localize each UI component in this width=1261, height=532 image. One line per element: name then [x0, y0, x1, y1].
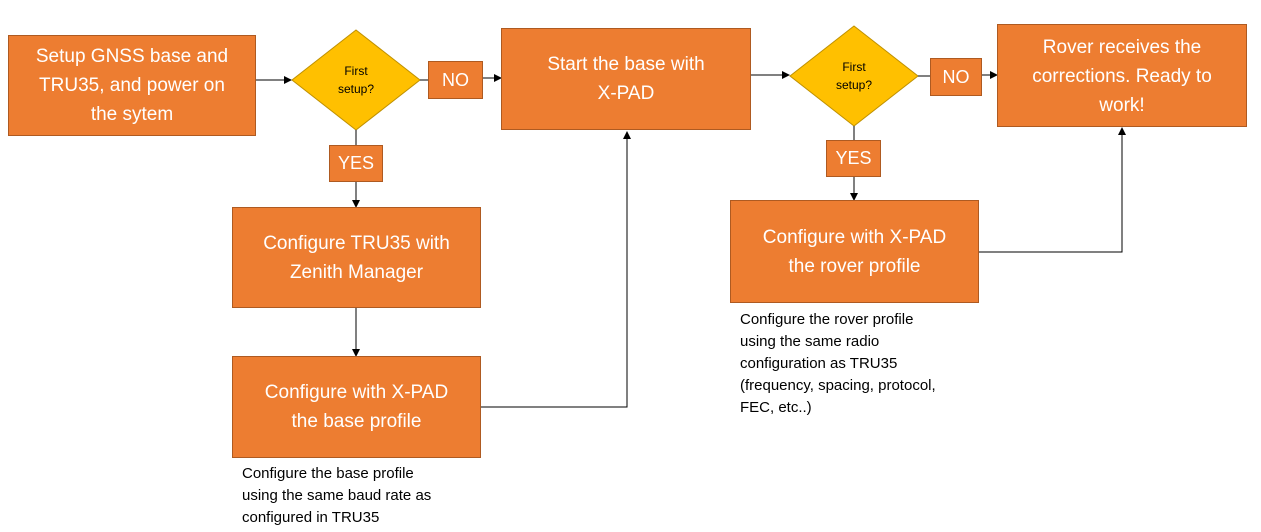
arrow-base-profile-to-start-base [481, 131, 631, 408]
label-yes-2: YES [826, 140, 881, 177]
arrow-rover-profile-to-rover-ready [979, 127, 1126, 253]
step-configure-tru35: Configure TRU35 with Zenith Manager [232, 207, 481, 308]
step-configure-rover-profile: Configure with X-PAD the rover profile [730, 200, 979, 303]
decision-label-first-setup-1: First setup? [337, 64, 375, 96]
decision-label-first-setup-2: First setup? [835, 60, 873, 92]
label-yes-1: YES [329, 145, 383, 182]
note-base-profile: Configure the base profile using the sam… [242, 465, 432, 526]
step-start-base: Start the base with X-PAD [501, 28, 751, 130]
step-setup-gnss-base: Setup GNSS base and TRU35, and power on … [8, 35, 256, 136]
step-configure-base-profile: Configure with X-PAD the base profile [232, 356, 481, 458]
label-no-1: NO [428, 61, 483, 99]
step-rover-ready: Rover receives the corrections. Ready to… [997, 24, 1247, 127]
label-no-2: NO [930, 58, 982, 96]
note-rover-profile: Configure the rover profile using the sa… [740, 311, 936, 416]
